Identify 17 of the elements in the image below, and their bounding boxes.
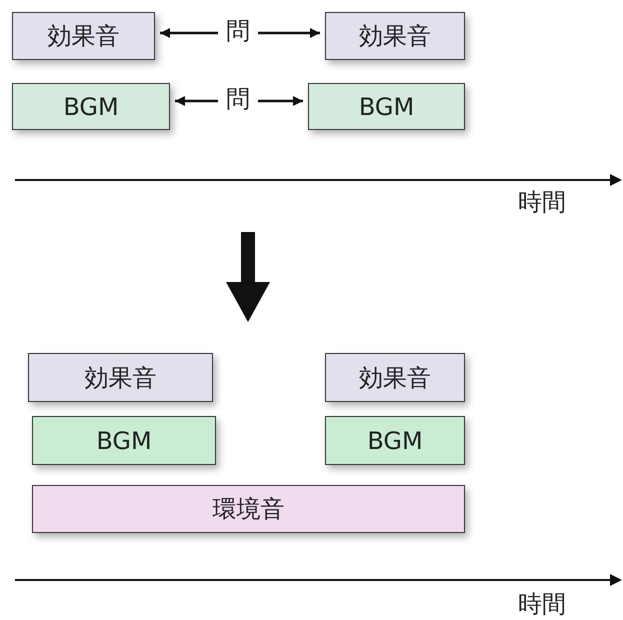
arrow — [258, 96, 303, 106]
track-box: 効果音 — [28, 353, 213, 402]
track-box: 効果音 — [325, 353, 465, 402]
track-box: BGM — [325, 416, 465, 465]
gap-label: 問 — [222, 14, 254, 48]
track-box: BGM — [308, 83, 465, 130]
track-box: 環境音 — [32, 485, 465, 533]
arrow — [175, 96, 218, 106]
track-box: BGM — [12, 83, 170, 130]
track-box: 効果音 — [325, 12, 465, 60]
arrow — [160, 28, 218, 38]
axis-label: 時間 — [518, 187, 566, 218]
arrow — [258, 28, 320, 38]
track-box: 効果音 — [12, 12, 155, 60]
gap-label: 問 — [222, 82, 254, 116]
track-box: BGM — [32, 416, 216, 465]
axis-label: 時間 — [518, 589, 566, 620]
